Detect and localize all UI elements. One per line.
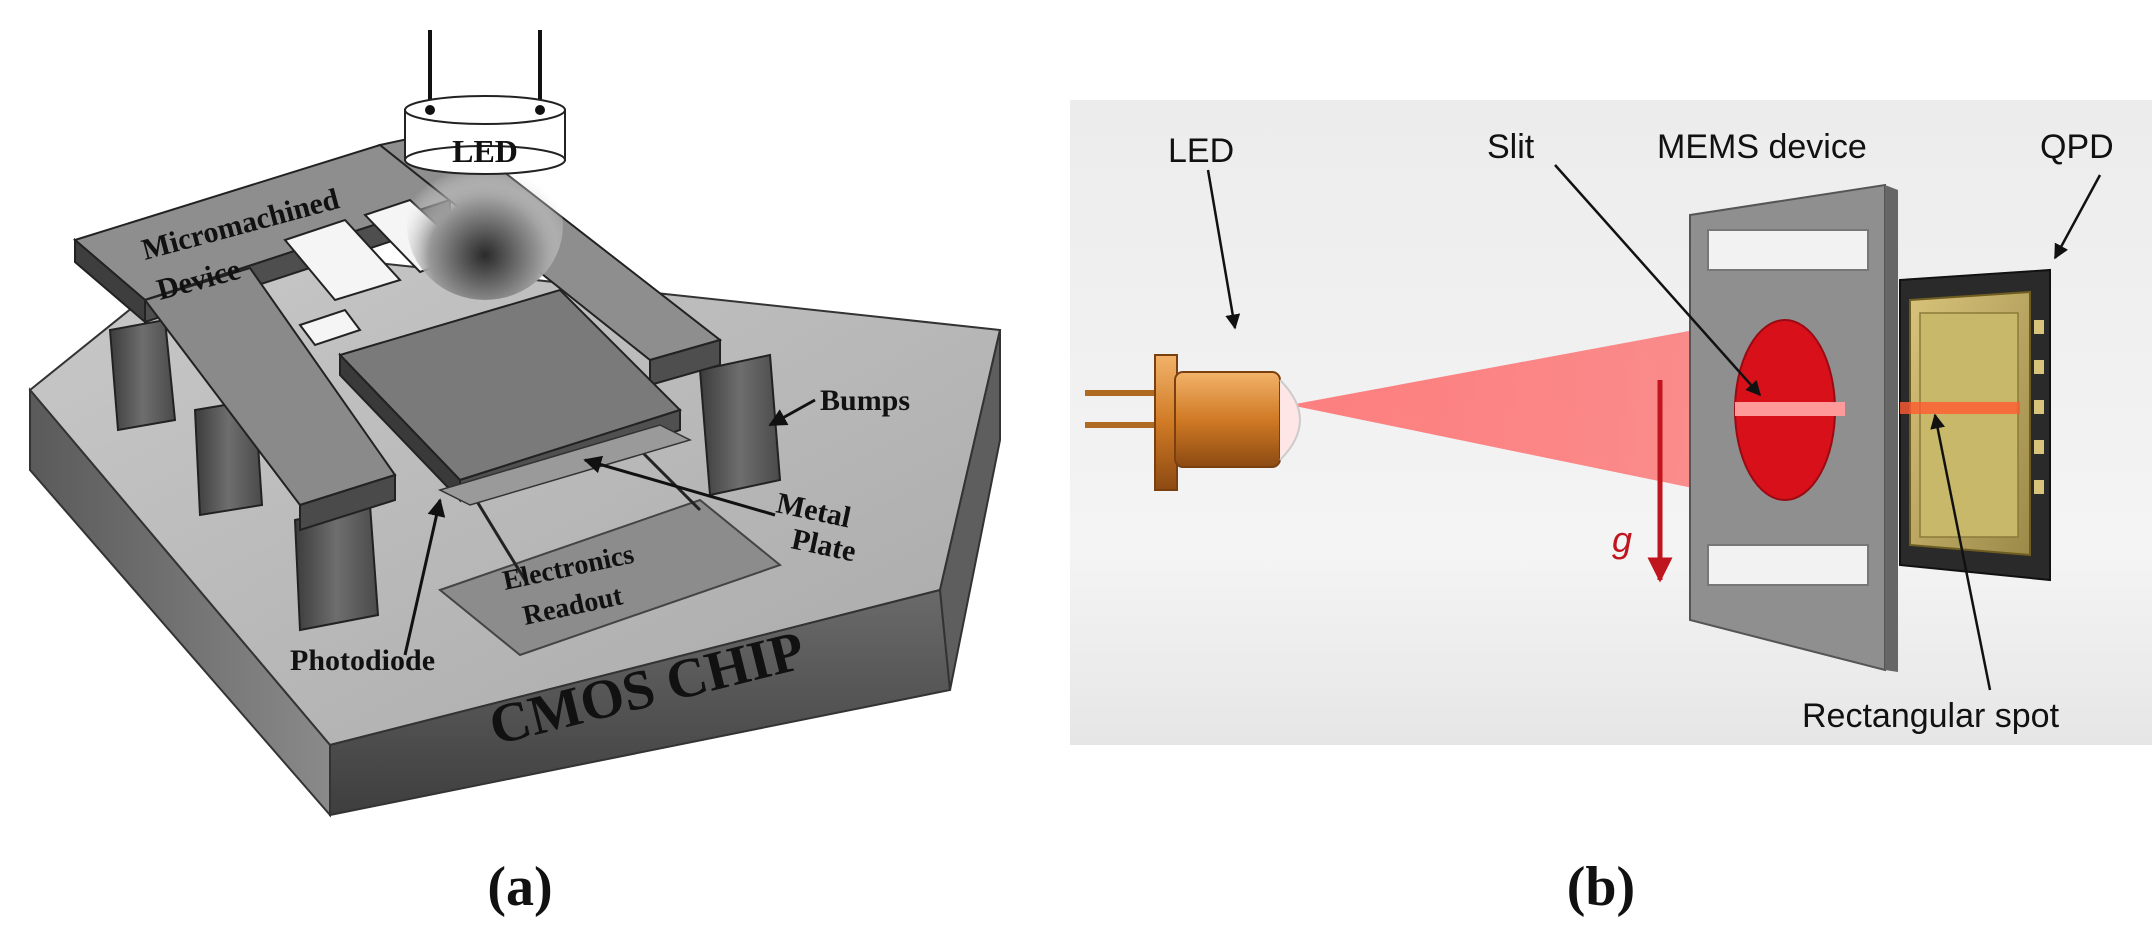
qpd-label: QPD — [2040, 128, 2114, 166]
mems-device-label: MEMS device — [1657, 128, 1867, 166]
led-label-b: LED — [1168, 132, 1234, 170]
gravity-label: g — [1612, 519, 1632, 560]
panel-a: LED Micromachined Device Bumps Metal Pla… — [28, 30, 1002, 918]
electronics-readout-pad — [437, 498, 783, 657]
mems-device — [1689, 183, 1898, 672]
bumps — [108, 318, 782, 632]
led-b — [1085, 354, 1301, 491]
slit — [1735, 402, 1845, 416]
led-a — [404, 30, 566, 300]
cmos-chip-side — [29, 387, 331, 818]
proof-mass — [338, 288, 693, 506]
qpd — [1899, 268, 2051, 582]
led-label-a: LED — [452, 133, 518, 169]
slit-label: Slit — [1487, 128, 1535, 166]
caption-b: (b) — [1567, 856, 1635, 918]
rectangular-spot-label: Rectangular spot — [1802, 697, 2060, 735]
bumps-label: Bumps — [820, 384, 910, 417]
panel-b: LED Slit MEMS device QPD g Rectangular s… — [1070, 100, 2152, 918]
photodiode-label: Photodiode — [290, 644, 435, 677]
caption-a: (a) — [487, 856, 552, 918]
rectangular-spot — [1900, 402, 2020, 414]
